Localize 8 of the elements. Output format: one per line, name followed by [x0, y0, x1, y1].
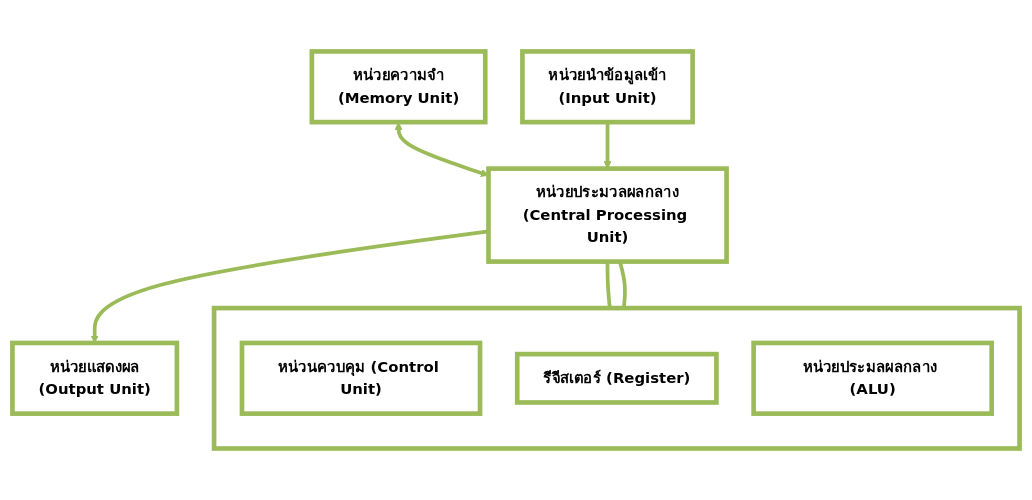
- node-box: รีจีสเตอร์ (Register): [514, 351, 719, 405]
- node-box: หน่วยประมลผลกลาง (ALU): [751, 340, 994, 416]
- node-box: หน่วยนำข้อมูลเข้า (Input Unit): [520, 49, 695, 125]
- node-box: หน่วยความจำ (Memory Unit): [309, 49, 488, 125]
- node-box: หน่วยแสดงผล (Output Unit): [10, 340, 180, 416]
- node-box: หน่วนควบคุม (Control Unit): [239, 340, 483, 416]
- cluster: [211, 305, 1022, 451]
- node-box: หน่วยประมวลผลกลาง (Central Processing Unit): [486, 166, 729, 264]
